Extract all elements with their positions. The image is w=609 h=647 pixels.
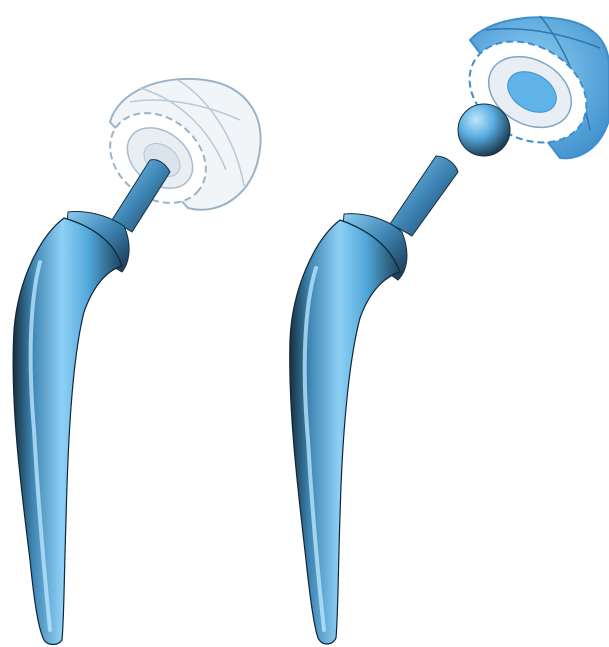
assembled-implant [13,79,260,645]
femoral-stem-assembled [13,160,170,645]
femoral-head-ball [458,104,510,156]
exploded-implant [290,16,609,644]
acetabular-cup-assembled [92,79,260,222]
femoral-stem-exploded [290,156,458,644]
